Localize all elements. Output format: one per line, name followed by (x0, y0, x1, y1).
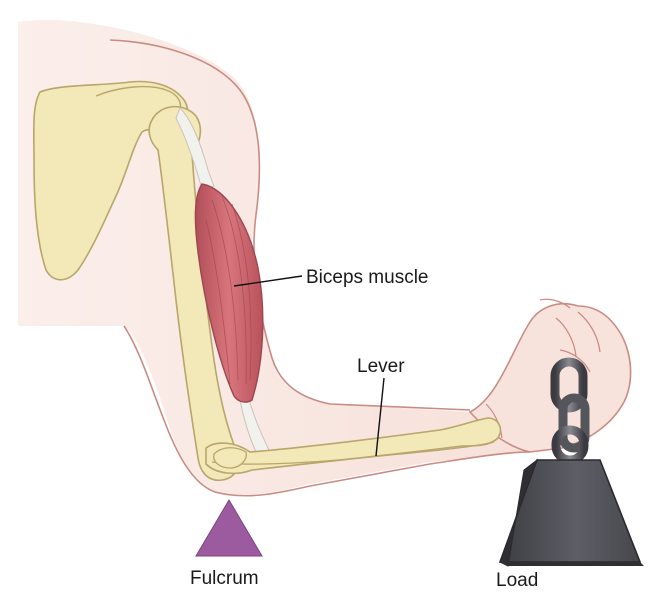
lever-leader-line (375, 377, 385, 457)
scapula-acromion (95, 85, 182, 113)
scapula-bone (32, 80, 189, 281)
load-weight (498, 458, 644, 567)
knuckle-lines (539, 298, 601, 373)
fulcrum-triangle (195, 499, 263, 557)
fulcrum-label: Fulcrum (190, 568, 259, 589)
load-label: Load (496, 570, 538, 591)
shoulder-outline (109, 39, 471, 411)
lever-label: Lever (357, 356, 405, 377)
biceps-muscle (194, 183, 264, 403)
forearm-underside-outline (123, 325, 531, 497)
biceps-leader-line (233, 275, 303, 287)
biceps-muscle-label: Biceps muscle (306, 267, 429, 288)
wrist-crease (485, 403, 503, 439)
hand-fist (468, 302, 632, 453)
forearm-bones-lever (205, 417, 502, 475)
